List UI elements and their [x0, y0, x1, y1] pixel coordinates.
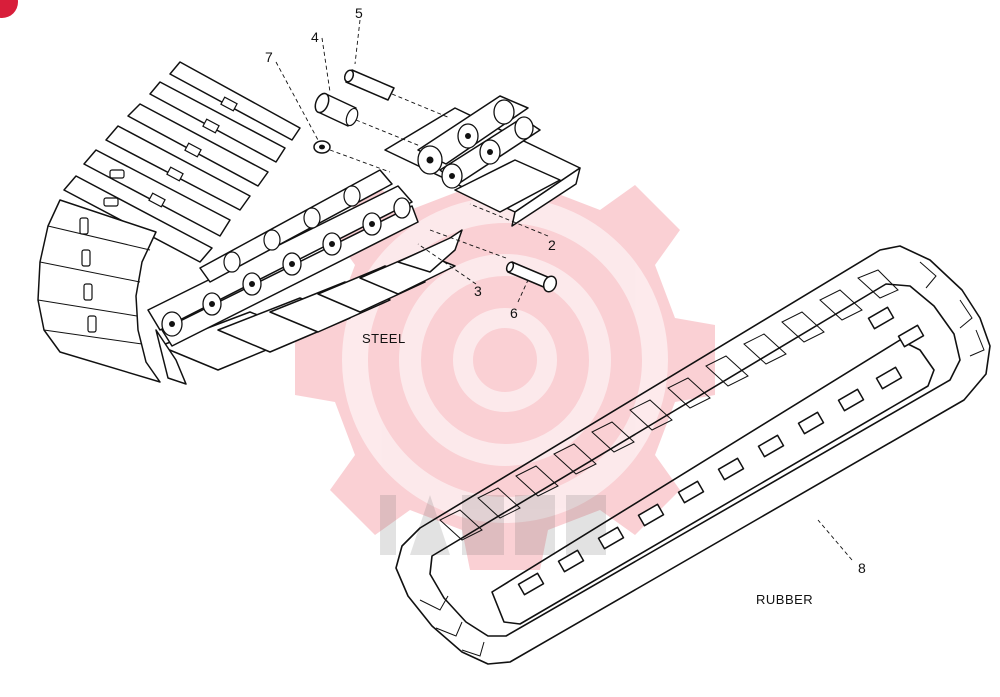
steel-track-lower-shoes: [155, 229, 463, 385]
callout-4: 4: [311, 29, 319, 45]
steel-track-chain-rail: [199, 169, 393, 283]
corner-badge: [0, 0, 18, 18]
rubber-track: [395, 245, 991, 665]
callout-5: 5: [355, 5, 363, 21]
callout-6: 6: [510, 305, 518, 321]
callout-2: 2: [548, 237, 556, 253]
rubber-track-drive-lugs: [517, 306, 925, 596]
pin-part-5: [343, 69, 395, 101]
steel-track-chain-links: [147, 185, 419, 347]
callout-3: 3: [474, 283, 482, 299]
bushing-part-4: [314, 92, 359, 127]
steel-track-end-curve: [37, 169, 161, 383]
steel-label: STEEL: [362, 331, 406, 346]
washer-part-7: [313, 140, 331, 154]
steel-track: [37, 61, 463, 385]
separated-track-segment: [384, 95, 581, 227]
steel-track-upper-shoes: [63, 61, 301, 263]
leader-lines: [275, 19, 853, 561]
rubber-track-edge-tread: [419, 261, 985, 657]
callout-8: 8: [858, 560, 866, 576]
rubber-track-tread-lugs: [439, 269, 899, 541]
headed-pin-part-6: [505, 261, 558, 293]
rubber-label: RUBBER: [756, 592, 813, 607]
callout-7: 7: [265, 49, 273, 65]
